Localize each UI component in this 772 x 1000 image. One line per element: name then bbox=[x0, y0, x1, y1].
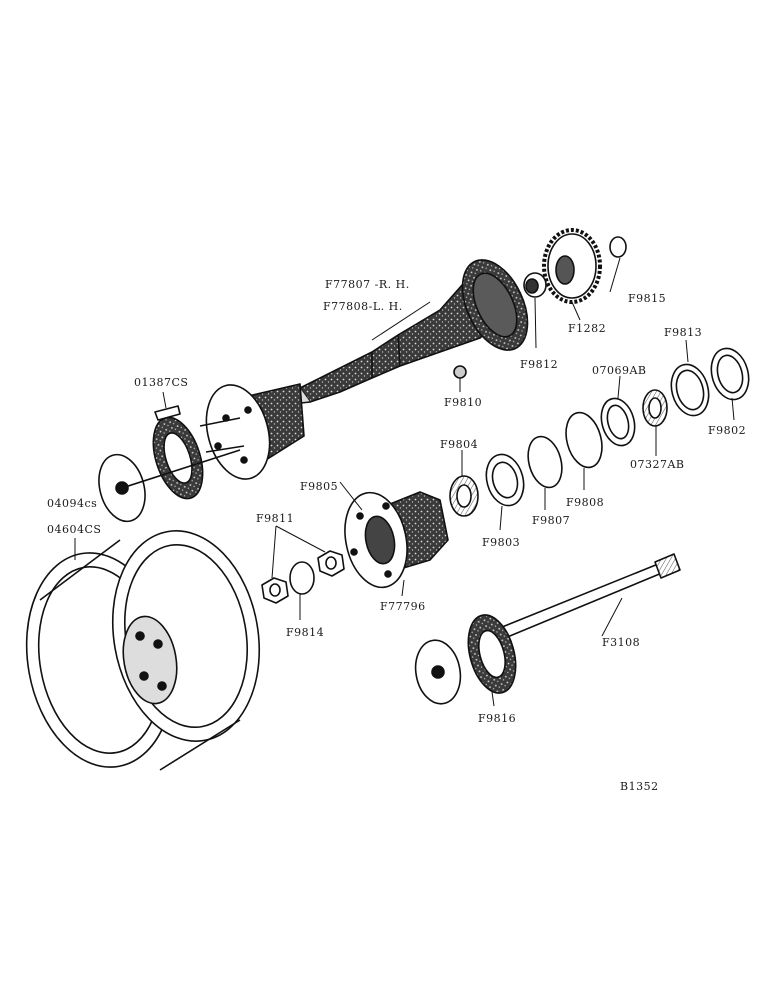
ring-f9802 bbox=[710, 347, 750, 401]
nut-f9811-a bbox=[261, 577, 289, 604]
label-f9811: F9811 bbox=[256, 512, 295, 525]
wheel-rim bbox=[25, 530, 261, 771]
label-07327ab: 07327AB bbox=[630, 458, 685, 471]
hub-f77796 bbox=[344, 491, 449, 589]
bushing-f9812 bbox=[523, 272, 547, 298]
label-04604cs: 04604CS bbox=[47, 523, 102, 536]
plug-f9810 bbox=[453, 365, 467, 379]
bearing-f9804 bbox=[449, 475, 479, 517]
label-f77808: F77808-L. H. bbox=[323, 300, 403, 313]
ring-f9807 bbox=[527, 435, 563, 489]
ring-f9808 bbox=[565, 411, 603, 469]
label-f9804: F9804 bbox=[440, 438, 479, 451]
label-f77807: F77807 -R. H. bbox=[325, 278, 410, 291]
label-07069ab: 07069AB bbox=[592, 364, 647, 377]
housing-hub bbox=[199, 383, 305, 480]
label-f9815: F9815 bbox=[628, 292, 667, 305]
label-f1282: F1282 bbox=[568, 322, 607, 335]
cup-f9803 bbox=[485, 453, 525, 507]
label-f9803: F9803 bbox=[482, 536, 521, 549]
shaft-flange bbox=[414, 639, 462, 705]
gear-f1282 bbox=[542, 228, 602, 304]
label-f9813: F9813 bbox=[664, 326, 703, 339]
label-01387cs: 01387CS bbox=[134, 376, 189, 389]
nut-f9811-b bbox=[317, 550, 345, 577]
snap-ring-f9815 bbox=[609, 236, 627, 258]
label-f9814: F9814 bbox=[286, 626, 325, 639]
reference-code: B1352 bbox=[620, 780, 659, 793]
gasket-f9816 bbox=[467, 614, 517, 694]
label-f9807: F9807 bbox=[532, 514, 571, 527]
bolt-01387cs bbox=[154, 405, 181, 421]
label-f77796: F77796 bbox=[380, 600, 426, 613]
left-flange bbox=[98, 449, 241, 523]
washer-f9814 bbox=[289, 561, 315, 595]
label-04094cs: 04094cs bbox=[47, 497, 98, 510]
left-gasket bbox=[152, 416, 204, 500]
label-f9816: F9816 bbox=[478, 712, 517, 725]
label-f9802: F9802 bbox=[708, 424, 747, 437]
ring-f9813 bbox=[670, 363, 710, 417]
label-f9805: F9805 bbox=[300, 480, 339, 493]
cone-07069ab bbox=[600, 397, 636, 447]
label-f9810: F9810 bbox=[444, 396, 483, 409]
label-f9808: F9808 bbox=[566, 496, 605, 509]
label-f9812: F9812 bbox=[520, 358, 559, 371]
label-f3108: F3108 bbox=[602, 636, 641, 649]
axle-housing bbox=[289, 259, 529, 405]
bearing-07327ab bbox=[642, 389, 668, 427]
